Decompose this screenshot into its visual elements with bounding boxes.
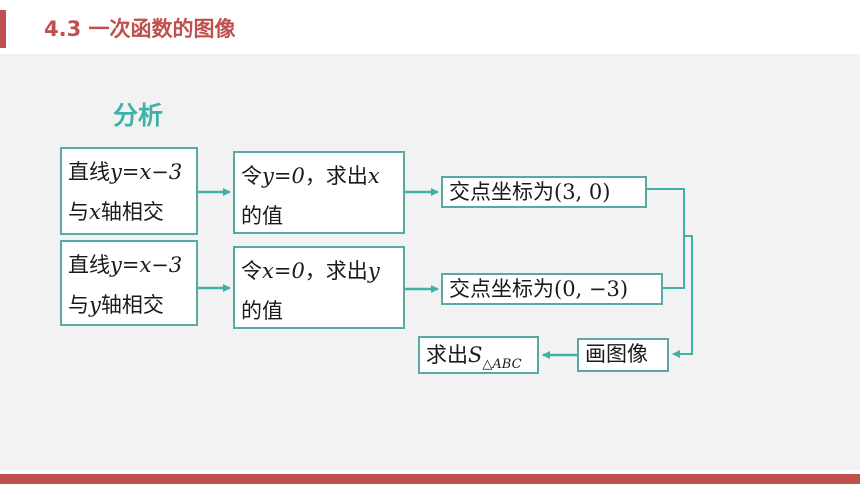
variable-text: x: [367, 164, 380, 188]
text-ling: 令: [241, 164, 262, 188]
text-yu: 与: [68, 293, 89, 317]
section-label: 分析: [113, 101, 164, 130]
variable-text: y: [367, 259, 380, 283]
box-let-x-zero-line1: 令x=0，求出y: [241, 251, 397, 291]
equation-text: y=0: [262, 164, 305, 188]
connector-points-merge: [647, 188, 685, 289]
box-line-intersect-y-axis: 直线y=x−3 与y轴相交: [60, 240, 198, 326]
footer-accent-bar: [0, 474, 860, 484]
box-line-intersect-x-axis-line1: 直线y=x−3: [68, 152, 190, 192]
box-let-y-zero-line1: 令y=0，求出x: [241, 156, 397, 196]
equation-text: y=x−3: [110, 253, 183, 277]
box-point-x-intercept: 交点坐标为(3, 0): [441, 176, 647, 208]
equation-text: y=x−3: [110, 160, 183, 184]
header-accent-bar: [0, 10, 6, 48]
text-solve: ，求出: [304, 164, 368, 188]
text-zhixian: 直线: [68, 253, 110, 277]
box-let-y-zero-line2: 的值: [241, 204, 283, 228]
box-draw-graph: 画图像: [577, 338, 669, 372]
text-zhixian: 直线: [68, 160, 110, 184]
text-qiuchu: 求出: [426, 343, 468, 367]
variable-text: x: [89, 200, 101, 224]
box-line-intersect-y-axis-line2: 与y轴相交: [68, 285, 190, 324]
area-variable: S: [468, 343, 483, 367]
box-line-intersect-y-axis-line1: 直线y=x−3: [68, 245, 190, 285]
text-axis-intersect: 轴相交: [100, 293, 164, 317]
text-axis-intersect: 轴相交: [100, 200, 164, 224]
text-ling: 令: [241, 259, 262, 283]
arrow-merge-to-draw: [672, 235, 693, 358]
box-let-x-zero: 令x=0，求出y 的值: [233, 246, 405, 329]
area-subscript: △ABC: [482, 357, 522, 372]
box-let-y-zero: 令y=0，求出x 的值: [233, 151, 405, 234]
box-line-intersect-x-axis-line2: 与x轴相交: [68, 192, 190, 232]
box-find-area: 求出S△ABC: [418, 336, 539, 374]
box-let-x-zero-line2: 的值: [241, 299, 283, 323]
box-line-intersect-x-axis: 直线y=x−3 与x轴相交: [60, 147, 198, 235]
page-title: 4.3 一次函数的图像: [44, 17, 236, 41]
variable-text: y: [89, 293, 101, 317]
text-solve: ，求出: [304, 259, 368, 283]
equation-text: x=0: [262, 259, 305, 283]
text-yu: 与: [68, 200, 89, 224]
box-point-y-intercept: 交点坐标为(0, −3): [441, 273, 663, 305]
